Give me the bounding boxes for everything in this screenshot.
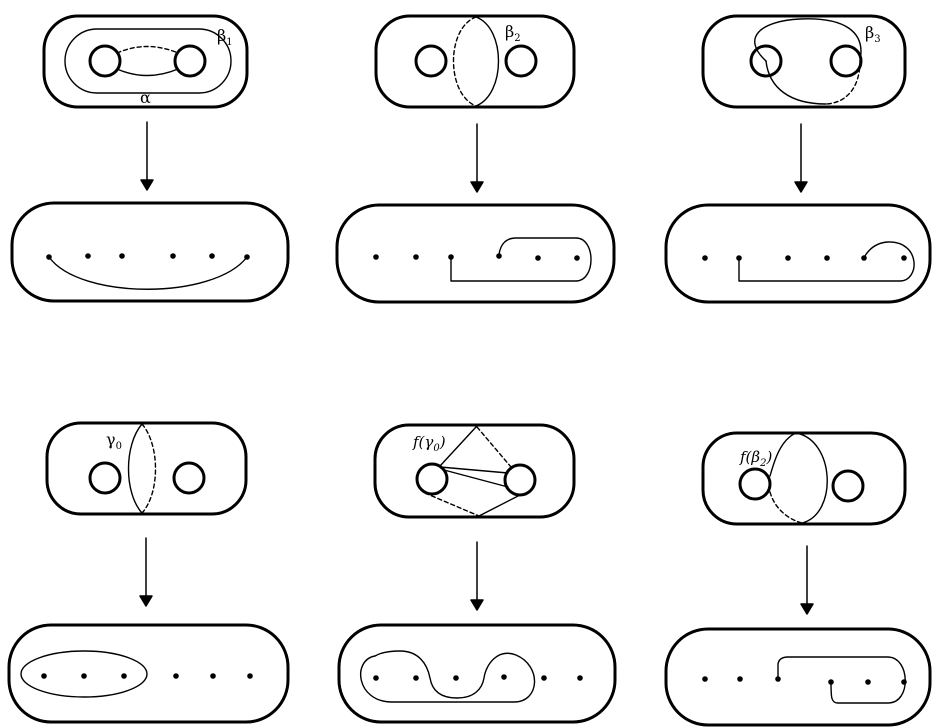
beta2-curve-back [452,16,477,107]
label-beta3: β3 [865,23,881,45]
gamma0-curve-back [141,423,157,514]
branch-points-sphere-5 [373,674,583,681]
arrow-5 [470,541,484,611]
arc-f-beta2 [777,656,906,704]
surface-f-gamma0 [373,423,576,519]
surface-f-beta2 [701,431,907,526]
label-beta1: β1 [217,26,233,48]
f-gamma0-back-1 [476,426,512,468]
arc-beta1 [48,256,248,290]
beta3-curve-front [754,18,862,62]
branch-points-sphere-6 [702,676,907,685]
arc-beta3 [738,241,915,282]
sphere-gamma0 [7,623,290,724]
arrow-6 [800,545,814,615]
surface-beta2 [374,14,576,109]
label-alpha: α [140,88,151,107]
f-beta2-curve-back-1 [769,432,797,477]
alpha-curve-back [116,45,179,54]
f-gamma0-front-2 [439,466,509,474]
arc-beta2 [450,237,592,282]
curve-gamma0-quotient [20,650,148,698]
surface-beta1 [42,14,249,109]
f-beta2-curve-back-2 [769,491,803,524]
label-gamma0: γ0 [106,430,122,452]
branch-points-sphere-2 [373,253,580,261]
branch-points-sphere-3 [702,255,907,261]
branch-points-sphere-1 [46,253,250,260]
label-beta2: β2 [505,22,521,44]
arrow-2 [470,123,484,193]
curve-f-gamma0-quotient [360,650,536,703]
f-gamma0-front-1 [443,469,509,488]
gamma0-curve-front [127,423,143,514]
sphere-f-gamma0 [337,623,617,724]
f-beta2-curve-front [795,432,828,524]
sphere-beta2 [335,203,616,304]
label-f-gamma0: f(γ0) [412,433,446,454]
label-f-beta2: f(β2) [739,448,772,469]
arrow-4 [139,537,153,607]
surface-beta3 [701,14,907,109]
sphere-f-beta2 [664,627,932,727]
surface-gamma0 [45,421,248,516]
beta1-curve [64,28,232,94]
beta2-curve-front [475,16,500,107]
arrow-1 [140,121,154,191]
f-gamma0-back-2 [424,492,480,517]
sphere-beta1 [10,201,290,303]
f-gamma0-front-4 [478,494,521,517]
alpha-curve-front [116,68,179,77]
arrow-3 [794,123,808,193]
beta3-curve-front-low [765,60,827,105]
branch-points-sphere-4 [41,673,253,679]
f-gamma0-front-3 [439,426,477,467]
sphere-beta3 [664,203,932,304]
beta3-curve-back [825,60,861,105]
